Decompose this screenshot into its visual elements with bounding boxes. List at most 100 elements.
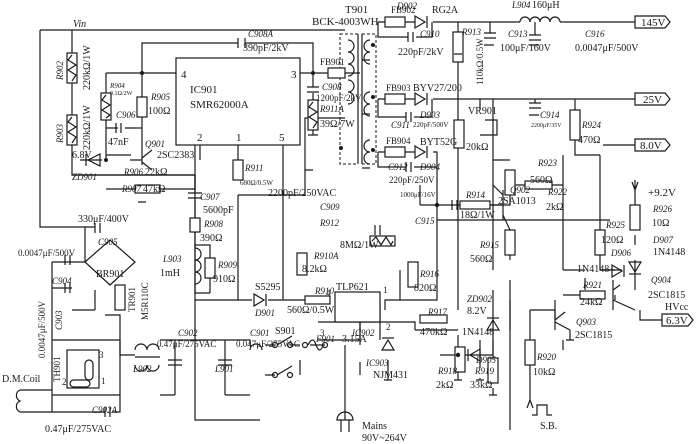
- ic902-pin1: 1: [383, 285, 388, 295]
- r913-body: [452, 31, 464, 63]
- r905-ref: R905: [150, 92, 170, 102]
- l903-coil: [194, 247, 202, 285]
- r910a-body: [296, 252, 308, 276]
- q901-part: 2SC2383: [157, 150, 194, 161]
- zd902-ref: ZD902: [467, 294, 493, 304]
- ic902-pin3: 3: [320, 328, 325, 338]
- vr901-value: 20kΩ: [466, 142, 488, 153]
- r911a-ref: R911A: [319, 104, 344, 114]
- r902-ref: R902: [55, 61, 65, 81]
- ic901-pin2: 2: [197, 132, 203, 144]
- tr901-part: M5R110C: [140, 282, 150, 320]
- r911-body: [232, 159, 244, 181]
- ic901-pin3: 3: [291, 69, 297, 81]
- r916-value: 820Ω: [414, 283, 436, 294]
- d904-ref: D904: [419, 162, 440, 172]
- q903-part: 2SC1815: [575, 330, 612, 341]
- flag-8v: [634, 138, 671, 152]
- zd902-part: 8.2V: [467, 306, 488, 317]
- q904-part: 2SC1815: [648, 290, 685, 301]
- fb903-body: [384, 93, 406, 105]
- c908-value: 1200pF/2kV: [316, 93, 362, 103]
- r910-body: [304, 295, 331, 305]
- c914-ref: C914: [540, 110, 560, 120]
- output-25v: 25V: [643, 94, 662, 106]
- r923-value: 560Ω: [530, 175, 552, 186]
- output-8v: 8.0V: [640, 140, 662, 152]
- r923-ref: R923: [537, 158, 557, 168]
- r912-value: 8MΩ/1W: [340, 240, 379, 251]
- v92-label: +9.2V: [648, 187, 676, 199]
- flag-145v: [634, 15, 671, 29]
- r921-ref: R921: [582, 280, 602, 290]
- d905-ref: D905: [475, 355, 496, 365]
- r924-body: [569, 109, 581, 141]
- c904-ref: C904: [52, 276, 72, 286]
- th901-ref: TH901: [52, 357, 62, 383]
- c913-ref: C913: [508, 29, 528, 39]
- ic901-body: [175, 57, 301, 146]
- fb904-label: FB904: [386, 136, 411, 146]
- t901-ref: T901: [345, 4, 368, 16]
- components: [15, 14, 694, 432]
- r921-body: [579, 290, 606, 300]
- br901-label: BR901: [96, 269, 124, 280]
- d907-part: 1N4148: [653, 247, 685, 258]
- r910a-value: 8.2kΩ: [302, 264, 327, 275]
- d905-part: 1N4148: [462, 327, 494, 338]
- r919-body: [487, 357, 499, 384]
- r917-body: [419, 314, 448, 324]
- l904-ref: L904: [511, 0, 531, 10]
- mains-range: 90V~264V: [362, 433, 408, 444]
- r912-body: [369, 235, 396, 247]
- r910-ref: R910: [314, 286, 334, 296]
- zd901-part: 6.8V: [72, 150, 93, 161]
- r918-ref: R918: [437, 366, 457, 376]
- d907-ref: D907: [652, 235, 673, 245]
- r917-value: 470kΩ: [420, 327, 447, 338]
- l902-label: L902: [132, 364, 152, 374]
- ic903-part: NJM431: [373, 370, 408, 381]
- th901-pin1: 1: [101, 376, 106, 386]
- c912-ref: C912: [388, 162, 408, 172]
- q902-ref: Q902: [510, 185, 530, 195]
- fb902-body: [384, 16, 406, 28]
- r909-value: 910Ω: [213, 274, 235, 285]
- c914-value: 2200μF/35V: [531, 123, 562, 129]
- r925-ref: R925: [605, 220, 625, 230]
- d906-ref: D906: [610, 248, 631, 258]
- ic901-pin1: 1: [236, 132, 242, 144]
- r914-value: 18Ω/1W: [460, 210, 495, 221]
- t901-part: BCK-4003WH: [312, 16, 379, 28]
- r906-body: [134, 184, 161, 194]
- fb903-label: FB903: [386, 83, 411, 93]
- output-6v3: 6.3V: [666, 315, 688, 327]
- d906-part: 1N4148: [577, 264, 609, 275]
- r911-value: 680Ω/0.5W: [240, 179, 273, 187]
- d903-ref: D903: [419, 110, 440, 120]
- r903-value: 220kΩ/1W: [82, 105, 93, 150]
- r922-body: [504, 169, 516, 196]
- r909-ref: R909: [217, 260, 237, 270]
- d902-part: RG2A: [432, 5, 459, 16]
- d904-part: BYT52G: [420, 137, 457, 148]
- mains-label: Mains: [362, 421, 387, 432]
- r926-value: 10Ω: [652, 218, 669, 229]
- r925-body: [594, 229, 606, 256]
- r915-ref: R915: [479, 240, 499, 250]
- c910-ref: C910: [420, 29, 440, 39]
- r917-ref: R917: [427, 307, 447, 317]
- dmcoil-label: D.M.Coil: [2, 374, 41, 385]
- c916-value: 0.0047μF/500V: [575, 43, 639, 54]
- r904-ref: R904: [109, 82, 125, 90]
- f901-ref: F901: [315, 334, 335, 344]
- ic902-part: TLP621: [336, 282, 369, 293]
- th901-pin2: 2: [62, 377, 67, 387]
- s901-label: S901: [275, 326, 296, 337]
- l904-coil: [519, 16, 561, 23]
- f901-value: 3.15A: [342, 334, 368, 345]
- c903-value: 0.0047μF/500V: [37, 300, 47, 358]
- q903-ref: Q903: [576, 317, 596, 327]
- r925-value: 120Ω: [601, 235, 623, 246]
